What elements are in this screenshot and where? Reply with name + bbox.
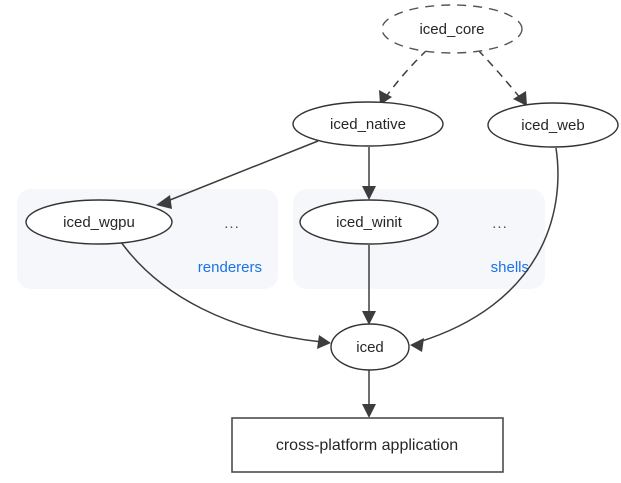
node-iced-core[interactable]: iced_core — [381, 4, 523, 54]
edge-iced-to-application — [362, 370, 376, 418]
arrowhead-icon — [379, 90, 392, 105]
node-iced-web[interactable]: iced_web — [487, 102, 619, 148]
edge-iced-core-to-iced-native — [379, 49, 428, 105]
renderers-more-ellipsis: ... — [224, 215, 240, 232]
edge-iced-winit-to-iced — [362, 245, 376, 325]
node-iced-winit-shape[interactable] — [299, 199, 439, 245]
edge-iced-native-to-iced-winit — [362, 147, 376, 200]
edge-line — [164, 140, 319, 203]
cluster-shells-label: shells — [491, 259, 529, 276]
edge-iced-wgpu-to-iced — [120, 241, 331, 349]
edge-iced-web-to-iced — [410, 147, 559, 352]
node-iced-core-shape[interactable] — [381, 4, 523, 54]
application-box-shape[interactable] — [231, 417, 504, 473]
node-iced-web-shape[interactable] — [487, 102, 619, 148]
node-iced-winit[interactable]: iced_winit — [299, 199, 439, 245]
arrowhead-icon — [317, 335, 331, 349]
node-iced-native-label: iced_native — [330, 116, 406, 133]
edge-iced-core-to-iced-web — [477, 49, 527, 106]
arrowhead-icon — [513, 91, 527, 106]
cluster-renderers-label: renderers — [198, 259, 262, 276]
edge-line — [384, 49, 428, 99]
edge-line — [418, 147, 559, 343]
node-cross-platform-application[interactable]: cross-platform application — [231, 417, 504, 473]
edge-line — [477, 49, 522, 100]
node-iced-shape[interactable] — [330, 323, 410, 371]
arrowhead-icon — [362, 311, 376, 325]
node-iced-core-label: iced_core — [419, 21, 484, 38]
node-iced-wgpu-label: iced_wgpu — [63, 214, 135, 231]
edge-line — [120, 241, 323, 343]
node-iced-native[interactable]: iced_native — [292, 101, 444, 147]
node-iced-winit-label: iced_winit — [336, 214, 403, 231]
edge-iced-native-to-iced-wgpu — [156, 140, 319, 209]
arrowhead-icon — [410, 338, 424, 352]
arrowhead-icon — [156, 195, 172, 209]
node-iced-native-shape[interactable] — [292, 101, 444, 147]
node-iced-web-label: iced_web — [521, 117, 584, 134]
node-iced[interactable]: iced — [330, 323, 410, 371]
shells-more-ellipsis: ... — [492, 215, 508, 232]
application-box-label: cross-platform application — [276, 437, 458, 454]
arrowhead-icon — [362, 404, 376, 418]
node-iced-label: iced — [356, 339, 384, 356]
node-iced-wgpu-shape[interactable] — [25, 199, 173, 245]
arrowhead-icon — [362, 186, 376, 200]
node-iced-wgpu[interactable]: iced_wgpu — [25, 199, 173, 245]
